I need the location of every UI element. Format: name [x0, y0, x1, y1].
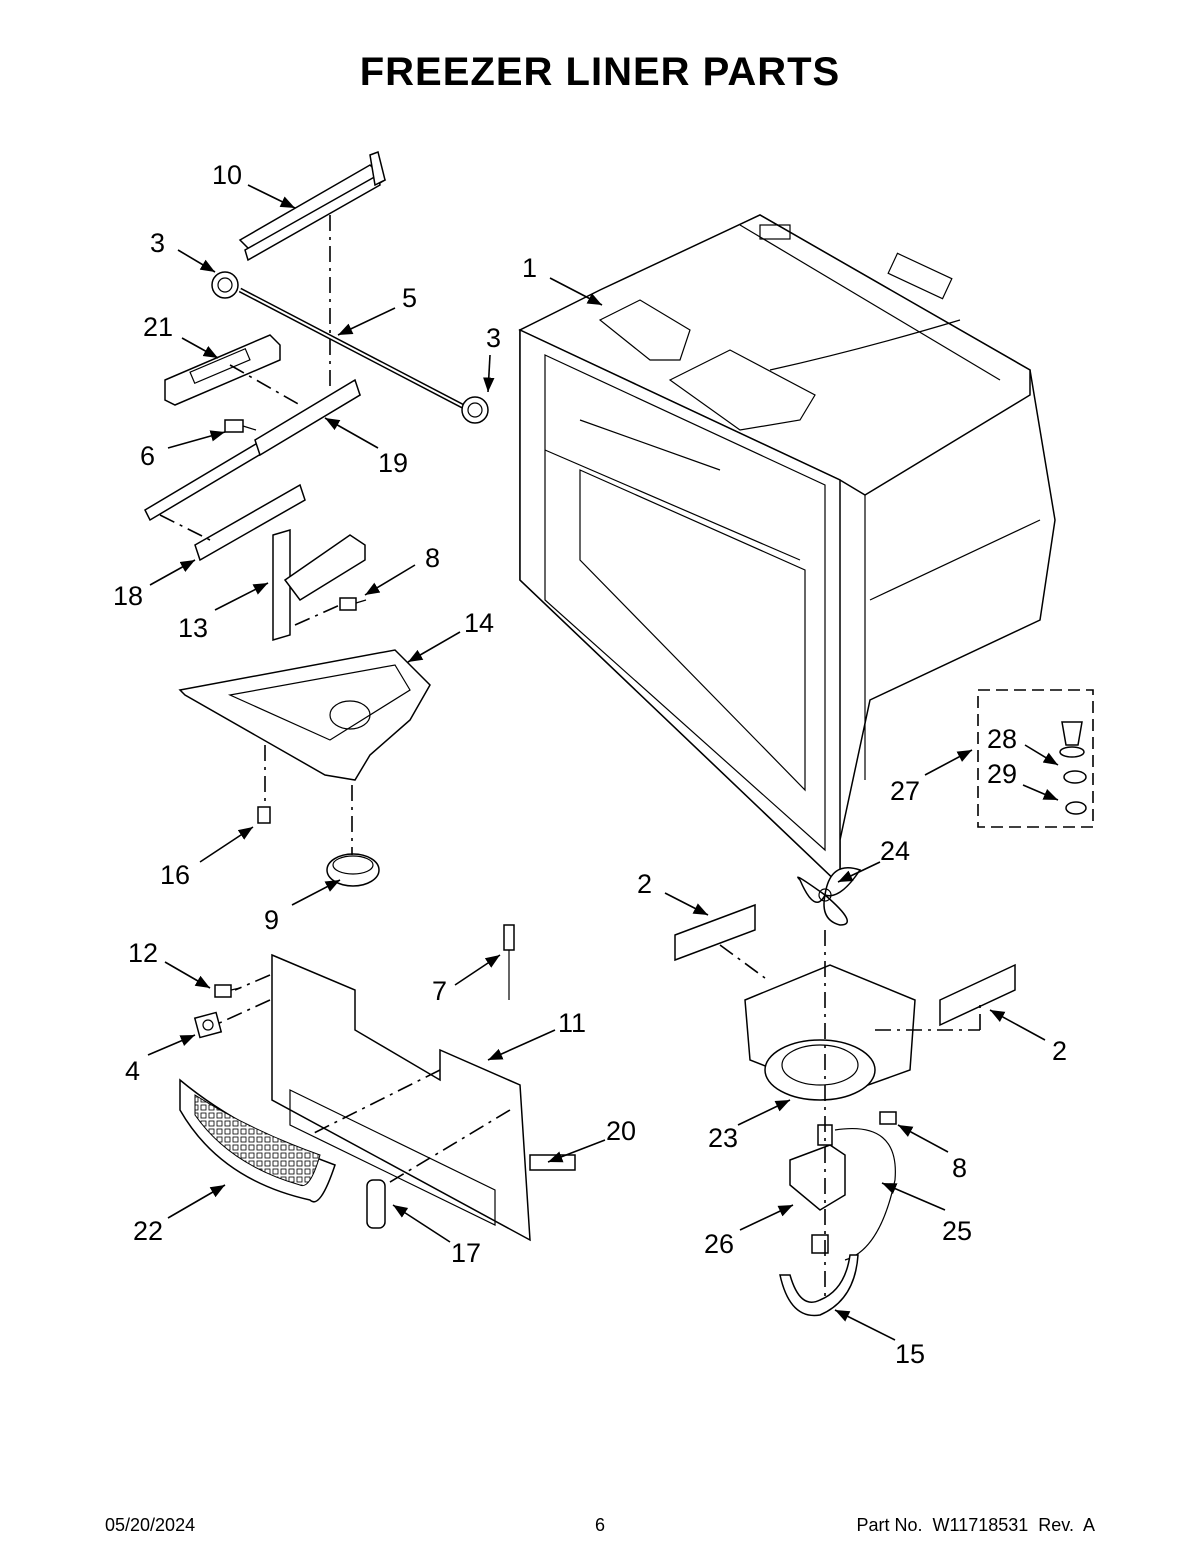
callout-12: 12: [128, 938, 158, 968]
callout-10: 10: [212, 160, 242, 190]
part-4-bracket: [193, 1011, 223, 1039]
part-15-motor-bracket: [779, 1254, 859, 1317]
callout-17: 17: [451, 1238, 481, 1268]
part-2-pad-right: [939, 963, 1016, 1027]
part-5-rod: [238, 287, 472, 413]
callout-5: 5: [402, 283, 417, 313]
callout-6: 6: [140, 441, 155, 471]
part-9-knob: [326, 853, 380, 887]
callout-18: 18: [113, 581, 143, 611]
footer-part-number: Part No. W11718531 Rev. A: [856, 1515, 1095, 1535]
callout-labels: 10 3 5 3 21 6 19 18 13 8 14 16 9 12 4 7 …: [113, 160, 1067, 1369]
callout-7: 7: [432, 976, 447, 1006]
callout-26: 26: [704, 1229, 734, 1259]
callout-8-lower: 8: [952, 1153, 967, 1183]
footer-date: 05/20/2024: [105, 1515, 196, 1535]
part-19-slide: [144, 378, 361, 522]
callout-19: 19: [378, 448, 408, 478]
callout-9: 9: [264, 905, 279, 935]
callout-1: 1: [522, 253, 537, 283]
part-18-bracket: [194, 483, 306, 562]
part-27-drain-kit: [977, 689, 1094, 828]
callout-2-left: 2: [637, 869, 652, 899]
part-2-pad-left: [674, 903, 756, 962]
part-6-screw: [224, 419, 257, 433]
callout-21: 21: [143, 312, 173, 342]
callout-8-upper: 8: [425, 543, 440, 573]
callout-23: 23: [708, 1123, 738, 1153]
part-12-screw: [214, 984, 241, 998]
callout-4: 4: [125, 1056, 140, 1086]
part-26-fan-motor: [789, 1124, 846, 1254]
alignment-lines: [159, 215, 981, 1300]
callout-3-right: 3: [486, 323, 501, 353]
callout-16: 16: [160, 860, 190, 890]
leader-arrows: [147, 184, 1059, 1341]
part-8-screw-lower: [879, 1111, 897, 1125]
page-title: FREEZER LINER PARTS: [359, 50, 841, 94]
part-16-clip: [257, 806, 271, 824]
part-3-gear-right: [461, 396, 489, 424]
callout-22: 22: [133, 1216, 163, 1246]
part-23-fan-shroud: [744, 964, 916, 1101]
part-10-rail: [238, 151, 387, 262]
callout-27: 27: [890, 776, 920, 806]
callout-15: 15: [895, 1339, 925, 1369]
callout-11: 11: [558, 1008, 586, 1038]
part-25-wire-harness: [834, 1128, 896, 1261]
part-14-housing: [178, 649, 431, 781]
part-11-panel: [271, 953, 531, 1242]
part-22-grille: [179, 1078, 336, 1203]
part-21-bracket: [164, 334, 281, 406]
freezer-liner: [518, 214, 1056, 887]
callout-25: 25: [942, 1216, 972, 1246]
callout-28: 28: [987, 724, 1017, 754]
callout-3-left: 3: [150, 228, 165, 258]
callout-13: 13: [178, 613, 208, 643]
part-3-gear-left: [211, 271, 239, 299]
part-13-bracket: [272, 528, 366, 642]
part-20-bar: [529, 1154, 576, 1171]
footer-page-number: 6: [594, 1515, 605, 1535]
part-7-probe: [503, 924, 515, 1000]
part-8-screw-upper: [339, 597, 367, 611]
callout-14: 14: [464, 608, 494, 638]
callout-20: 20: [606, 1116, 636, 1146]
part-17-clip: [366, 1179, 386, 1229]
callout-2-right: 2: [1052, 1036, 1067, 1066]
callout-29: 29: [987, 759, 1017, 789]
callout-24: 24: [880, 836, 910, 866]
